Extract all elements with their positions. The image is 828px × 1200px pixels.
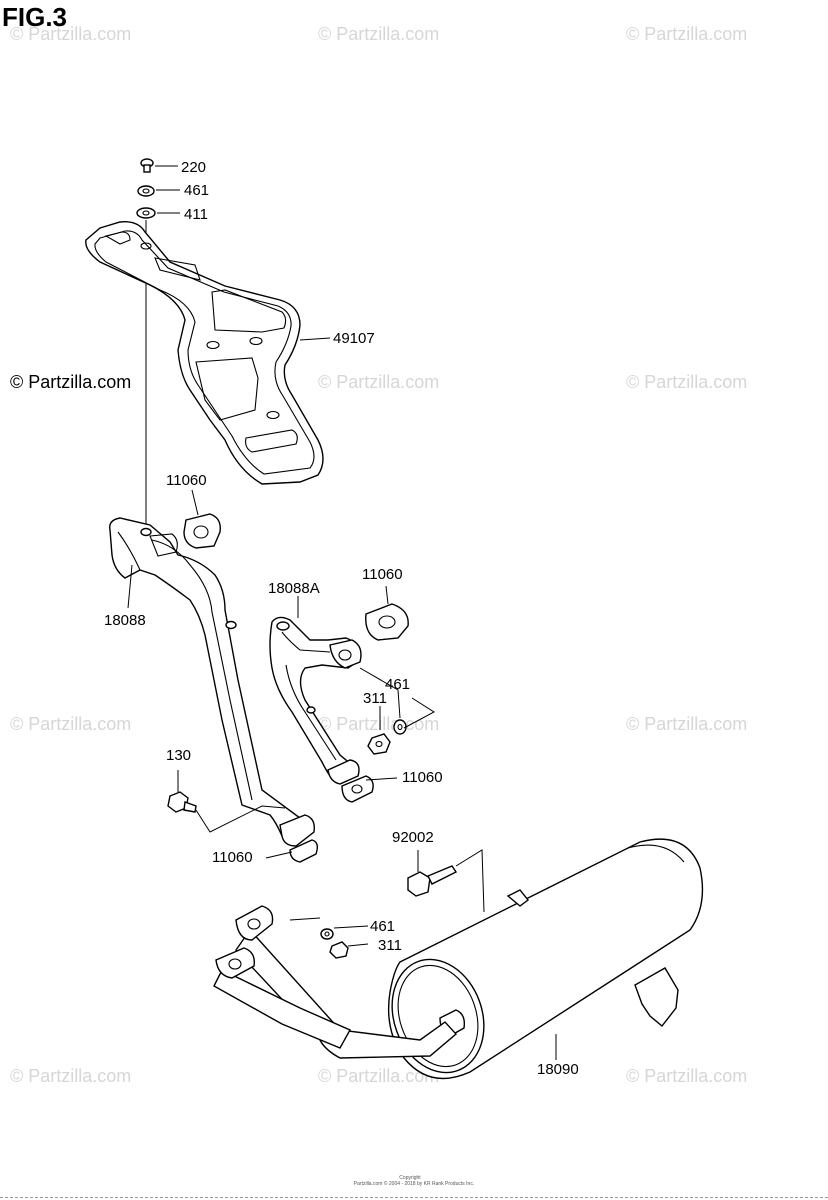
watermark: © Partzilla.com: [626, 1066, 747, 1086]
watermark: © Partzilla.com: [318, 24, 439, 44]
watermark: © Partzilla.com: [626, 714, 747, 734]
bottom-border-dashed: [0, 1197, 828, 1198]
nut-311-mid: [367, 733, 391, 755]
lock-washer-461-mid: [393, 719, 407, 735]
callout-461: 461: [184, 182, 209, 199]
figure-title: FIG.3: [2, 2, 68, 32]
callout-11060: 11060: [362, 566, 403, 583]
gasket-11060-a: [183, 489, 221, 549]
lock-washer-461-low: [320, 925, 369, 940]
watermark: © Partzilla.com: [10, 372, 131, 392]
screw-220: [140, 158, 178, 173]
exhaust-pipe-18088a: [269, 596, 362, 785]
callout-18088: 18088: [104, 612, 146, 629]
watermark: © Partzilla.com: [10, 24, 131, 44]
watermark: © Partzilla.com: [626, 372, 747, 392]
gasket-11060-d: [265, 851, 293, 859]
bolt-130: [167, 770, 286, 833]
nut-311-low: [329, 941, 369, 959]
leader-461-mid: [359, 667, 401, 719]
muffler-inlet-pipes: [213, 905, 458, 1059]
lock-washer-461-top: [137, 185, 180, 197]
callout-311: 311: [378, 937, 402, 954]
washer-411: [136, 207, 180, 219]
callout-411: 411: [184, 206, 208, 223]
callout-18090: 18090: [537, 1061, 579, 1078]
copyright-line-1: Copyright: [399, 1175, 421, 1181]
callout-311: 311: [363, 690, 387, 707]
watermark: © Partzilla.com: [318, 1066, 439, 1086]
bolt-92002: [407, 849, 485, 913]
copyright-line-2: Partzilla.com © 2004 - 2018 by KR Rank P…: [354, 1180, 474, 1187]
callout-labels: 220 461 411 49107 11060 18088 18088A 110…: [104, 159, 579, 1078]
watermark: © Partzilla.com: [318, 714, 439, 734]
gasket-11060-c: [341, 775, 398, 803]
watermark: © Partzilla.com: [10, 1066, 131, 1086]
callout-92002: 92002: [392, 829, 434, 846]
callout-18088a: 18088A: [268, 580, 320, 597]
copyright-footer: Copyright Partzilla.com © 2004 - 2018 by…: [354, 1175, 474, 1187]
watermark: © Partzilla.com: [10, 714, 131, 734]
callout-461: 461: [385, 676, 410, 693]
callout-130: 130: [166, 747, 191, 764]
leader-bolt-low: [289, 917, 321, 921]
gasket-11060-b: [365, 585, 409, 641]
leader-bracket-mid: [403, 697, 435, 729]
watermark: © Partzilla.com: [626, 24, 747, 44]
callout-11060: 11060: [212, 849, 253, 866]
callout-220: 220: [181, 159, 206, 176]
heat-shield-49107: [85, 221, 331, 485]
exhaust-pipe-18088: [109, 517, 319, 863]
callout-49107: 49107: [333, 330, 375, 347]
callout-11060: 11060: [166, 472, 207, 489]
callout-461: 461: [370, 918, 395, 935]
watermarks: © Partzilla.com © Partzilla.com © Partzi…: [10, 24, 747, 1086]
watermark: © Partzilla.com: [318, 372, 439, 392]
callout-11060: 11060: [402, 769, 443, 786]
